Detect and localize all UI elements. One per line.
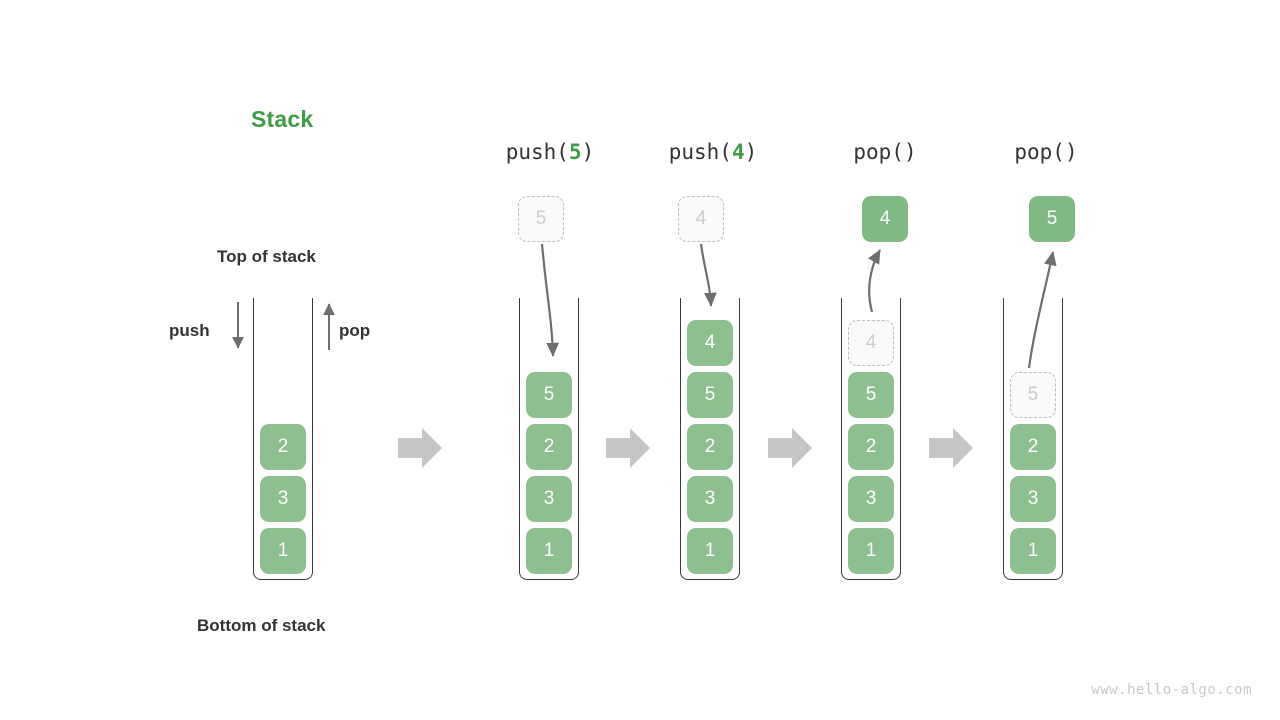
stack-cell: 5 [687,372,733,418]
op-label-push-5: push(5) [470,140,630,164]
stack-cell: 1 [687,528,733,574]
stack-cell: 5 [848,372,894,418]
stack-container [841,298,901,580]
stack-container [1003,298,1063,580]
label-push: push [169,321,210,340]
ghost-cell-removed: 5 [1010,372,1056,418]
op-label-suffix: ) [903,140,917,164]
stack-cell: 3 [1010,476,1056,522]
op-label-suffix: ) [1064,140,1078,164]
op-label-prefix: push( [505,140,569,164]
ghost-cell-incoming: 4 [678,196,724,242]
step-arrow-icon [398,428,442,468]
op-label-arg: 4 [731,140,745,164]
stack-cell: 2 [1010,424,1056,470]
step-arrow-icon [929,428,973,468]
op-label-prefix: push( [668,140,732,164]
watermark: www.hello-algo.com [1091,682,1252,698]
label-bottom-of-stack: Bottom of stack [197,616,326,635]
op-label-prefix: pop( [853,140,904,164]
stack-cell: 3 [526,476,572,522]
label-pop: pop [339,321,371,340]
stack-cell: 2 [260,424,306,470]
stack-container [253,298,313,580]
stack-container [680,298,740,580]
step-arrow-icon [606,428,650,468]
motion-arrow-push-4 [699,243,717,307]
stack-cell: 3 [260,476,306,522]
stack-cell: 2 [687,424,733,470]
stack-cell: 3 [848,476,894,522]
step-arrow-icon [768,428,812,468]
op-label-push-4: push(4) [633,140,793,164]
op-label-prefix: pop( [1014,140,1065,164]
page-title: Stack [251,106,314,132]
op-label-suffix: ) [581,140,595,164]
op-label-pop-1: pop() [795,140,975,164]
stack-cell: 1 [526,528,572,574]
op-label-suffix: ) [744,140,758,164]
popped-cell: 5 [1029,196,1075,242]
ghost-cell-incoming: 5 [518,196,564,242]
label-top-of-stack: Top of stack [217,247,316,266]
op-label-pop-2: pop() [956,140,1136,164]
stack-cell: 1 [1010,528,1056,574]
stack-cell: 2 [526,424,572,470]
op-label-arg: 5 [568,140,582,164]
stack-cell: 1 [848,528,894,574]
stack-cell: 5 [526,372,572,418]
stack-cell: 3 [687,476,733,522]
stack-cell: 2 [848,424,894,470]
popped-cell: 4 [862,196,908,242]
stack-cell: 1 [260,528,306,574]
stack-container [519,298,579,580]
stack-cell: 4 [687,320,733,366]
ghost-cell-removed: 4 [848,320,894,366]
